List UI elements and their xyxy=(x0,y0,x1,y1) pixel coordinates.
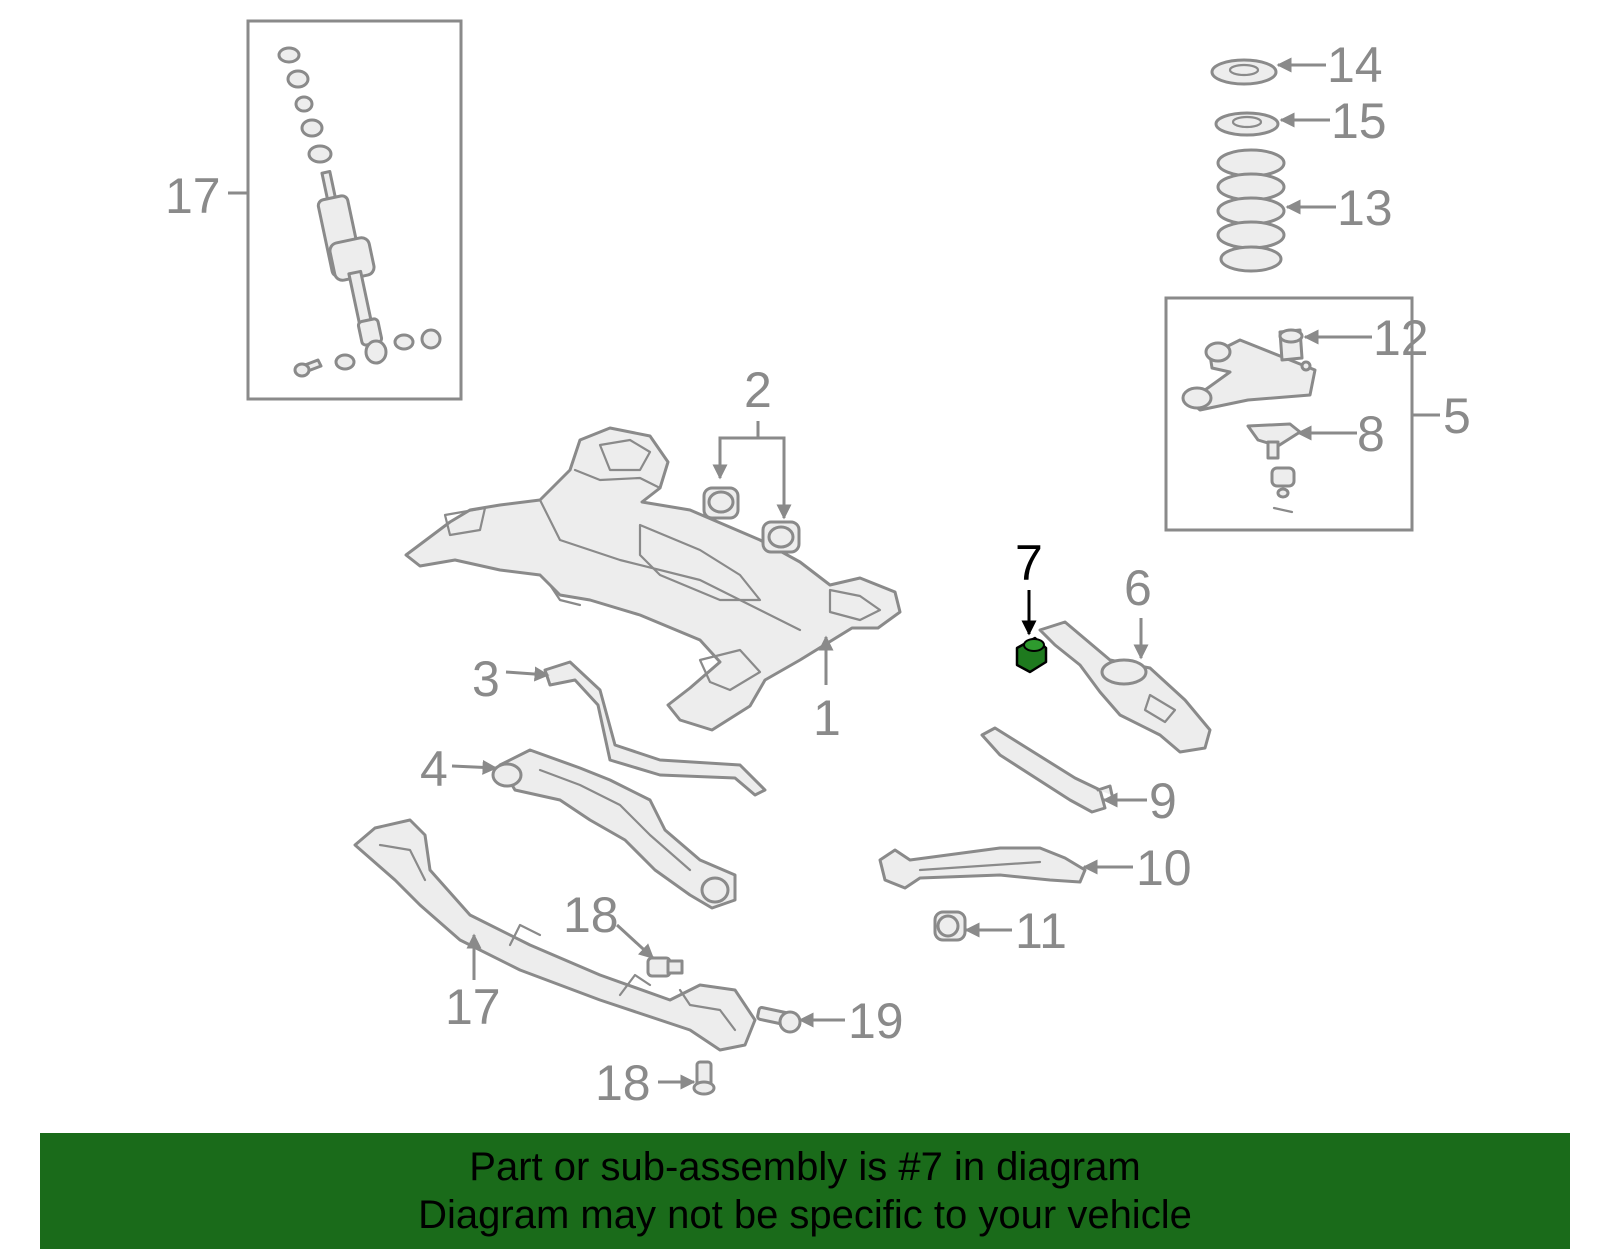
lateral-arm-bushing[interactable] xyxy=(933,910,967,942)
callout-16[interactable]: 17 xyxy=(165,168,221,224)
callout-15[interactable]: 15 xyxy=(1331,93,1387,149)
lower-control-arm[interactable] xyxy=(1038,620,1212,754)
callout-9[interactable]: 9 xyxy=(1149,773,1177,829)
callout-17[interactable]: 17 xyxy=(445,979,501,1035)
callout-12[interactable]: 12 xyxy=(1373,310,1429,366)
coil-spring[interactable] xyxy=(1216,148,1286,273)
control-arm-bushing-highlighted[interactable] xyxy=(1015,636,1048,674)
leader-lines xyxy=(228,57,1440,1090)
callout-11[interactable]: 11 xyxy=(1015,903,1067,959)
spring-insulator[interactable] xyxy=(1214,111,1280,137)
callout-2[interactable]: 2 xyxy=(744,362,772,418)
banner-line-2: Diagram may not be specific to your vehi… xyxy=(418,1193,1192,1237)
callout-18-upper[interactable]: 18 xyxy=(563,887,619,943)
banner-line-1: Part or sub-assembly is #7 in diagram xyxy=(469,1145,1141,1189)
lower-lateral-arm[interactable] xyxy=(878,846,1087,890)
callout-4[interactable]: 4 xyxy=(420,741,448,797)
crossmember[interactable] xyxy=(404,426,902,732)
callout-8[interactable]: 8 xyxy=(1357,406,1385,462)
info-banner: Part or sub-assembly is #7 in diagram Di… xyxy=(40,1133,1570,1249)
crossmember-bushing[interactable] xyxy=(702,486,801,554)
stabilizer-bar[interactable] xyxy=(543,660,767,797)
callout-14[interactable]: 14 xyxy=(1327,37,1383,93)
bolt-upper[interactable] xyxy=(646,956,684,978)
suspension-brace[interactable] xyxy=(353,818,757,1052)
trailing-arm[interactable] xyxy=(491,748,737,910)
callout-3[interactable]: 3 xyxy=(472,651,500,707)
callout-5[interactable]: 5 xyxy=(1443,388,1471,444)
callout-13[interactable]: 13 xyxy=(1337,180,1393,236)
lateral-link[interactable] xyxy=(980,726,1114,814)
upper-spring-seat[interactable] xyxy=(1210,58,1278,86)
upper-control-arm-assembly[interactable] xyxy=(1164,296,1414,532)
bolt-side[interactable] xyxy=(756,1006,802,1034)
callout-10[interactable]: 10 xyxy=(1136,840,1192,896)
callout-7[interactable]: 7 xyxy=(1015,535,1043,591)
callout-6[interactable]: 6 xyxy=(1124,560,1152,616)
callout-1[interactable]: 1 xyxy=(813,690,841,746)
shock-absorber-assembly[interactable] xyxy=(246,19,463,401)
bolt-lower[interactable] xyxy=(692,1060,716,1096)
callout-19[interactable]: 19 xyxy=(848,993,904,1049)
callout-18-lower[interactable]: 18 xyxy=(595,1055,651,1111)
